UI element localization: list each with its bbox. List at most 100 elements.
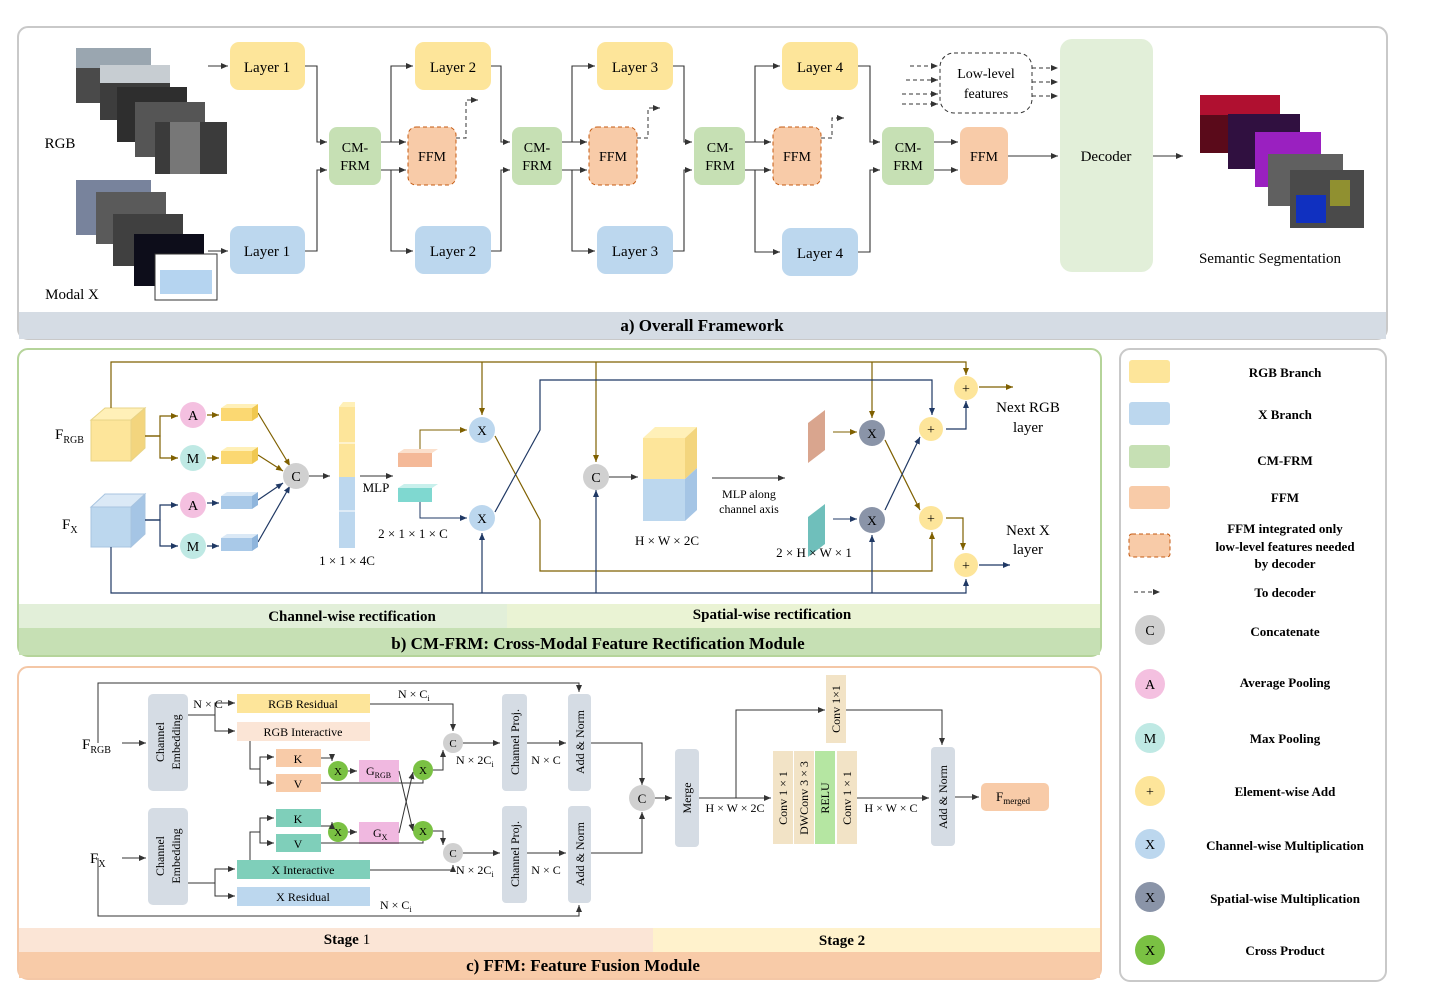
spatial-weight-rgb xyxy=(808,410,825,463)
legend-element-add: Element-wise Add xyxy=(1235,784,1337,799)
legend-concat-icon xyxy=(1135,615,1165,645)
low-level-features-box xyxy=(939,52,1033,114)
legend-x-branch: X Branch xyxy=(1258,407,1313,422)
merge-bar xyxy=(675,749,699,847)
ffm-dim-nxc-1: N × C xyxy=(193,697,222,711)
avg-pool-rgb-icon xyxy=(180,402,206,428)
legend-ffm-lowlevel-2: low-level features needed xyxy=(1215,539,1355,554)
rgb-layer-1 xyxy=(230,42,305,90)
ffm-box-4 xyxy=(960,127,1008,185)
svg-text:X: X xyxy=(867,513,877,528)
channel-proj-rgb xyxy=(502,694,527,791)
mlp-axis-label-2: channel axis xyxy=(719,502,779,516)
legend-avg-pooling: Average Pooling xyxy=(1240,675,1331,690)
k-x-box xyxy=(276,809,321,827)
x-layer-1 xyxy=(230,226,305,274)
frgb-cube xyxy=(89,406,147,463)
x-layer-4-label: Layer 4 xyxy=(797,246,844,262)
channel-weights xyxy=(398,449,438,502)
svg-text:A: A xyxy=(188,409,199,424)
conv2-bar xyxy=(837,751,857,844)
ffm-2-label: FFM xyxy=(599,150,628,165)
svg-text:X: X xyxy=(419,826,427,838)
svg-text:Embedding: Embedding xyxy=(169,714,183,769)
svg-text:M: M xyxy=(187,452,200,467)
panel-b: Channel-wise rectification Spatial-wise … xyxy=(17,348,1102,657)
rgb-image-stack xyxy=(76,48,227,174)
legend-cross-product: Cross Product xyxy=(1245,943,1325,958)
ffm-4-label: FFM xyxy=(970,150,999,165)
svg-text:+: + xyxy=(927,423,935,438)
channel-mult-x-icon xyxy=(469,505,495,531)
cross-product-icon-4 xyxy=(413,821,433,841)
relu-bar xyxy=(815,751,835,844)
x-residual-box xyxy=(237,887,370,906)
svg-text:Add & Norm: Add & Norm xyxy=(573,821,587,886)
ffm-concat-icon-2 xyxy=(443,843,463,863)
cmfrm-box-2: CM- FRM xyxy=(512,127,562,185)
add-icon-4 xyxy=(954,553,978,577)
rgb-layer-2-label: Layer 2 xyxy=(430,60,476,76)
next-rgb-label-2: layer xyxy=(1013,420,1043,436)
ffm-dim-nxci-2: N × Ci xyxy=(380,898,412,914)
add-norm-rgb xyxy=(568,694,591,791)
concat-vector xyxy=(339,402,355,548)
legend-cmfrm: CM-FRM xyxy=(1257,453,1313,468)
cmfrm-box-4: CM- FRM xyxy=(882,127,934,185)
dim-label-4: 2 × H × W × 1 xyxy=(776,545,852,560)
legend-concatenate: Concatenate xyxy=(1250,624,1320,639)
svg-text:Channel: Channel xyxy=(153,721,167,762)
rgb-layer-3 xyxy=(597,42,673,90)
svg-text:+: + xyxy=(1146,785,1154,800)
svg-text:Conv 1×1: Conv 1×1 xyxy=(829,685,843,733)
concat-icon xyxy=(283,463,309,489)
legend-ffm: FFM xyxy=(1271,490,1299,505)
g-rgb-box xyxy=(359,760,399,782)
final-add-norm xyxy=(931,747,955,846)
output-label: Semantic Segmentation xyxy=(1199,251,1342,267)
legend-swatch-rgb xyxy=(1129,360,1170,383)
ffm-box-1 xyxy=(407,126,457,186)
svg-text:K: K xyxy=(294,812,303,826)
add-icon-3 xyxy=(954,376,978,400)
svg-text:FRM: FRM xyxy=(893,159,923,174)
decoder-box xyxy=(1060,39,1153,272)
ffm-dim-nx2ci-2: N × 2Ci xyxy=(456,863,494,879)
spatial-concat-icon xyxy=(583,464,609,490)
panel-b-title: b) CM-FRM: Cross-Modal Feature Rectifica… xyxy=(391,634,805,653)
svg-text:Add & Norm: Add & Norm xyxy=(936,764,950,829)
channel-proj-x xyxy=(502,806,527,903)
ffm-dim-nxc-3: N × C xyxy=(531,863,560,877)
svg-text:Add & Norm: Add & Norm xyxy=(573,709,587,774)
avg-pool-x-icon xyxy=(180,492,206,518)
svg-text:RGB Interactive: RGB Interactive xyxy=(264,725,343,739)
decoder-label: Decoder xyxy=(1081,149,1132,165)
channel-wise-label: Channel-wise rectification xyxy=(268,609,436,625)
svg-text:Merge: Merge xyxy=(680,782,694,813)
conv-top-bar xyxy=(826,675,846,743)
ffm-dim-nx2ci-1: N × 2Ci xyxy=(456,753,494,769)
rgb-layer-4 xyxy=(782,42,858,90)
svg-text:FRM: FRM xyxy=(340,159,370,174)
legend-max-pool-icon xyxy=(1135,723,1165,753)
legend: RGB Branch X Branch CM-FRM FFM FFM integ… xyxy=(1119,348,1387,982)
next-x-label-2: layer xyxy=(1013,542,1043,558)
ffm-dim-nxc-2: N × C xyxy=(531,753,560,767)
ffm-box-3 xyxy=(772,126,822,186)
conv1-bar xyxy=(773,751,793,844)
dim-label-1: 1 × 1 × 4C xyxy=(319,553,375,568)
rgb-layer-3-label: Layer 3 xyxy=(612,60,658,76)
mlp-label: MLP xyxy=(363,480,390,495)
legend-avg-pool-icon xyxy=(1135,669,1165,699)
svg-text:FRM: FRM xyxy=(705,159,735,174)
svg-text:X Residual: X Residual xyxy=(276,890,330,904)
svg-text:CM-: CM- xyxy=(895,141,922,156)
svg-text:V: V xyxy=(294,837,303,851)
fx-label: FX xyxy=(62,517,78,536)
legend-swatch-x xyxy=(1129,402,1170,425)
x-interactive-box xyxy=(237,860,370,879)
add-icon-2 xyxy=(919,506,943,530)
